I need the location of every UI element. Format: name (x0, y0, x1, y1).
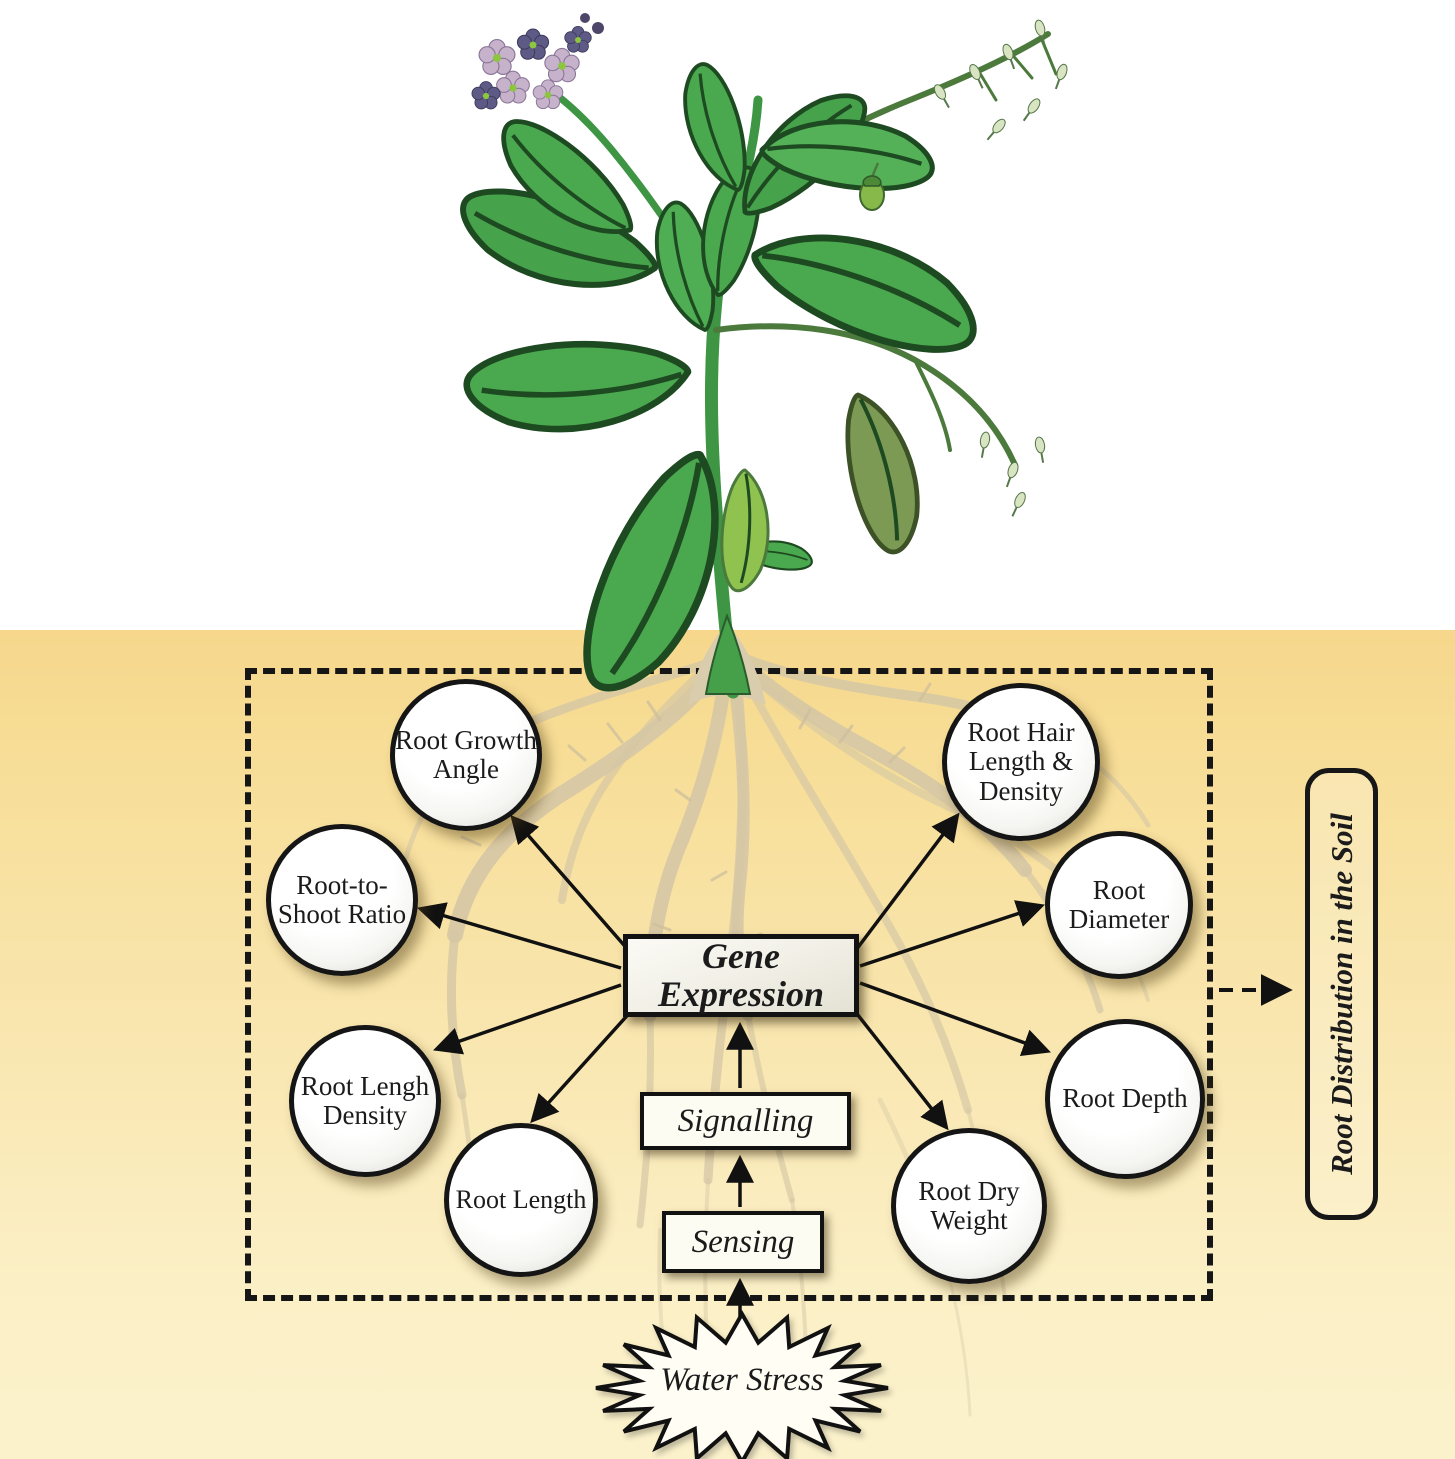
trait-node-root-to-shoot-ratio: Root-to- Shoot Ratio (266, 824, 418, 976)
trait-label: Root Depth (1062, 1083, 1188, 1114)
arrow-gene-to-root-to-shoot-ratio (416, 902, 622, 970)
signalling-node: Signalling (640, 1092, 851, 1150)
root-distribution-label: Root Distribution in the Soil (1323, 813, 1359, 1175)
trait-node-root-diameter: Root Diameter (1045, 831, 1193, 979)
trait-node-root-length: Root Length (444, 1123, 598, 1277)
arrow-gene-to-root-growth-angle (510, 814, 632, 954)
trait-label: Root Length (455, 1184, 587, 1214)
arrow-gene-to-root-dry-weight (848, 1003, 949, 1131)
trait-label: Root Dry Weight (918, 1175, 1020, 1235)
gene-expression-node: Gene Expression (623, 934, 859, 1017)
flower-cluster (471, 13, 604, 110)
trait-label: Root-to- Shoot Ratio (277, 869, 407, 929)
trait-label: Root Growth Angle (395, 724, 537, 784)
sensing-node: Sensing (662, 1211, 824, 1273)
arrow-gene-to-root-diameter (859, 900, 1045, 968)
arrow-gene-to-root-lengh-density (433, 983, 622, 1055)
trait-node-root-depth: Root Depth (1045, 1019, 1205, 1179)
gene-expression-label: Gene Expression (657, 935, 825, 1014)
trait-label: Root Hair Length & Density (967, 717, 1075, 806)
fruit (859, 162, 885, 211)
trait-node-root-dry-weight: Root Dry Weight (891, 1128, 1047, 1284)
arrow-gene-to-root-length (530, 1006, 636, 1124)
water-stress-burst (595, 1309, 889, 1459)
sensing-label: Sensing (691, 1223, 795, 1260)
trait-node-root-hair-length-density: Root Hair Length & Density (942, 683, 1100, 841)
trait-node-root-lengh-density: Root Lengh Density (289, 1025, 441, 1177)
arrow-gene-to-root-hair (854, 812, 960, 952)
trait-label: Root Diameter (1068, 874, 1170, 934)
water-stress-label: Water Stress (660, 1362, 824, 1398)
root-distribution-box: Root Distribution in the Soil (1305, 768, 1378, 1220)
plant-illustration (0, 13, 1070, 780)
trait-node-root-growth-angle: Root Growth Angle (390, 679, 542, 831)
signalling-label: Signalling (677, 1102, 814, 1139)
arrow-gene-to-root-depth (859, 981, 1051, 1057)
trait-label: Root Lengh Density (300, 1070, 430, 1130)
